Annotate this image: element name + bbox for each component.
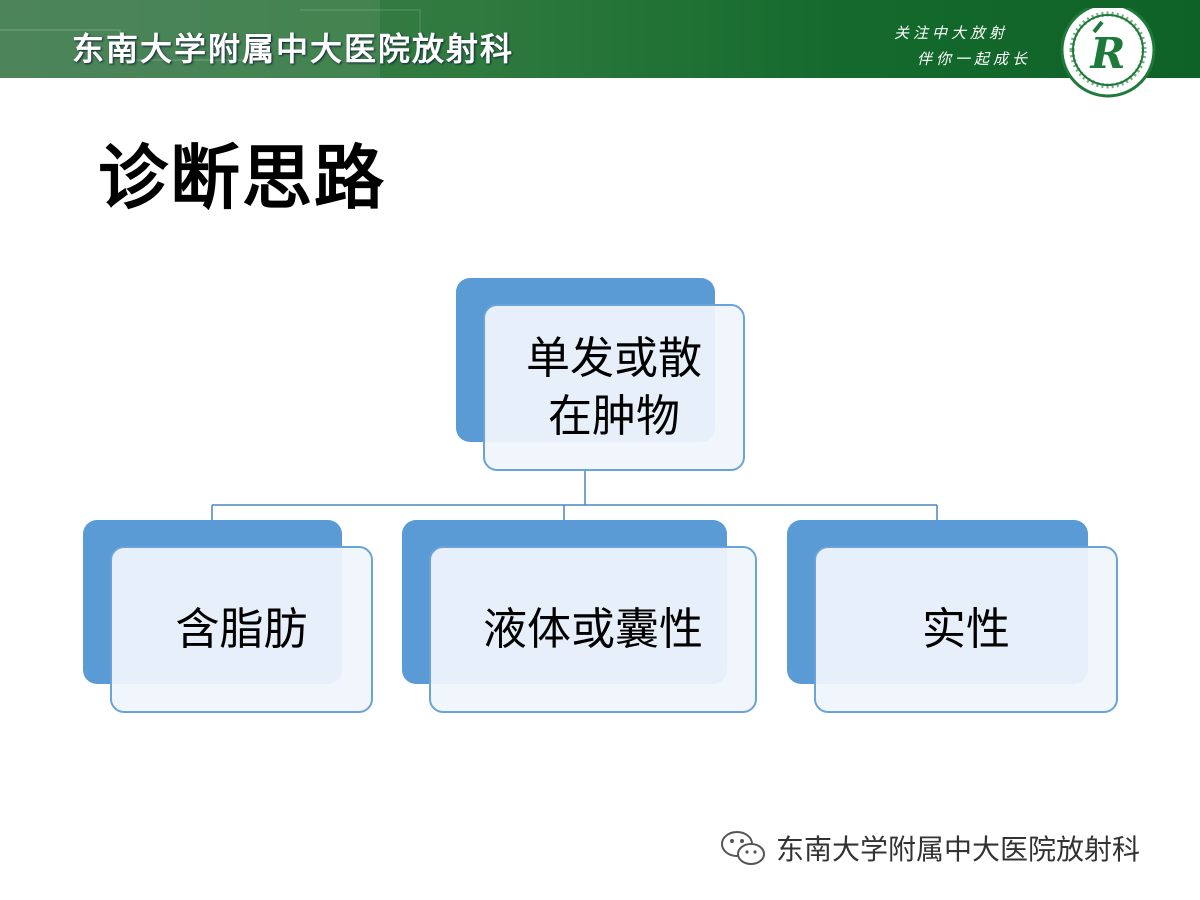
watermark-text: 东南大学附属中大医院放射科 [776, 833, 1141, 866]
header-banner: 东南大学附属中大医院放射科 关注中大放射 伴你一起成长 [0, 0, 1200, 78]
header-title: 东南大学附属中大医院放射科 [72, 30, 515, 68]
root-node: 单发或散 在肿物 [483, 304, 745, 471]
root-node-line-1: 单发或散 [526, 332, 702, 384]
page-title: 诊断思路 [98, 137, 386, 219]
header-texture [0, 0, 421, 78]
child-node-label: 液体或囊性 [483, 603, 703, 655]
hospital-logo-icon: R [1060, 8, 1156, 98]
watermark: 东南大学附属中大医院放射科 [718, 828, 1140, 868]
child-node-label: 含脂肪 [175, 603, 308, 655]
slogan-line-1: 关注中大放射 [894, 24, 1009, 42]
root-node-line-2: 在肿物 [548, 390, 680, 442]
child-node-fat: 含脂肪 [110, 546, 373, 713]
child-node-cystic: 液体或囊性 [429, 546, 757, 713]
slogan-line-2: 伴你一起成长 [917, 50, 1032, 68]
child-node-label: 实性 [922, 603, 1010, 655]
logo-letter: R [1090, 29, 1126, 78]
child-node-solid: 实性 [814, 546, 1118, 713]
wechat-icon [721, 831, 765, 865]
